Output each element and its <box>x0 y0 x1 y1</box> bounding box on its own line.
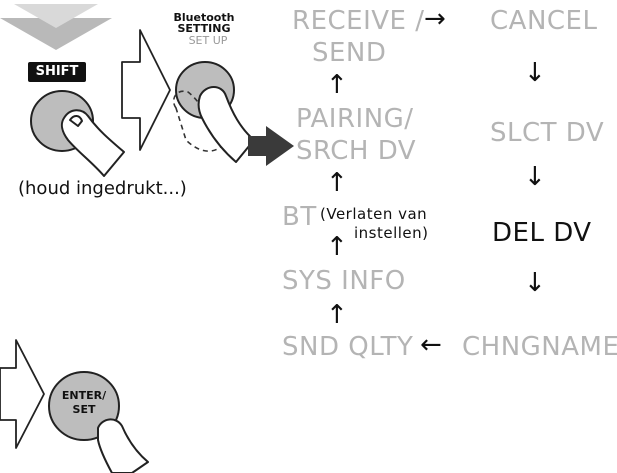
down-arrow-icon: ↓ <box>524 58 546 88</box>
down-arrow-icon: ↓ <box>524 268 546 298</box>
menu-item-chngname: CHNGNAME <box>462 332 617 362</box>
set-label: SET <box>72 403 96 416</box>
up-arrow-icon: ↑ <box>326 168 348 198</box>
finger-icon <box>197 86 255 163</box>
step-chevron-icon <box>121 29 171 151</box>
up-arrow-icon: ↑ <box>326 300 348 330</box>
menu-item-del-dv: DEL DV <box>492 218 592 248</box>
menu-item-pairing: PAIRING/ <box>296 104 414 134</box>
left-arrow-icon: ← <box>420 330 442 360</box>
bt-exit-note: (Verlaten van <box>320 205 428 223</box>
bt-exit-note-line2: instellen) <box>354 224 429 242</box>
press-down-arrow-icon <box>0 4 112 50</box>
up-arrow-icon: ↑ <box>326 232 348 262</box>
menu-item-srch-dv: SRCH DV <box>296 136 417 166</box>
setup-label: SET UP <box>188 34 228 47</box>
menu-item-bt: BT <box>282 202 317 232</box>
finger-icon <box>97 418 149 473</box>
menu-item-snd-qlty: SND QLTY <box>282 332 414 362</box>
hold-note: (houd ingedrukt...) <box>18 178 187 199</box>
pointer-arrow-icon <box>248 126 294 166</box>
menu-item-receive: RECEIVE / <box>292 6 425 36</box>
menu-item-send: SEND <box>312 38 387 68</box>
bluetooth-label: Bluetooth <box>173 11 235 24</box>
menu-item-sys-info: SYS INFO <box>282 266 406 296</box>
menu-item-cancel: CANCEL <box>490 6 598 36</box>
shift-key-label: SHIFT <box>28 62 86 82</box>
menu-item-slct-dv: SLCT DV <box>490 118 605 148</box>
finger-icon <box>60 109 125 177</box>
step-chevron-icon <box>0 339 45 449</box>
down-arrow-icon: ↓ <box>524 162 546 192</box>
enter-label: ENTER/ <box>61 389 107 402</box>
right-arrow-icon: → <box>424 4 446 34</box>
up-arrow-icon: ↑ <box>326 70 348 100</box>
setting-label: SETTING <box>177 22 231 35</box>
